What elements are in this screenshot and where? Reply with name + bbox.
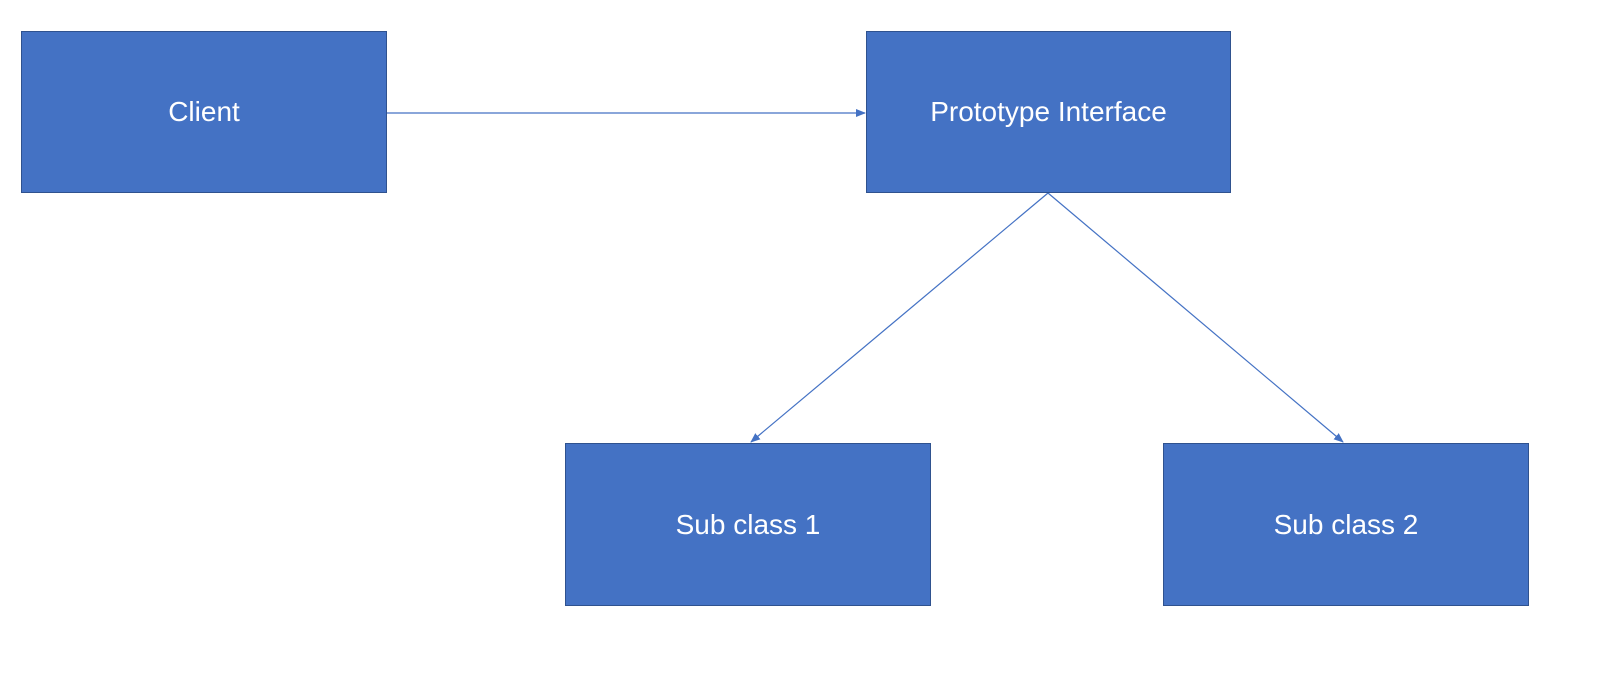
sub-class-1-label: Sub class 1: [675, 508, 821, 540]
client-label: Client: [168, 96, 240, 127]
sub-class-1-box[interactable]: Sub class 1: [565, 443, 931, 606]
prototype-interface-box[interactable]: Prototype Interface: [866, 31, 1231, 193]
connector-prototype-to-sub1: [750, 192, 1049, 443]
sub-class-2-label: Sub class 2: [1273, 508, 1419, 540]
client-box[interactable]: Client: [21, 31, 387, 193]
sub-class-2-box[interactable]: Sub class 2: [1163, 443, 1529, 606]
connector-prototype-to-sub2: [1047, 192, 1344, 443]
prototype-interface-label: Prototype Interface: [930, 96, 1167, 127]
